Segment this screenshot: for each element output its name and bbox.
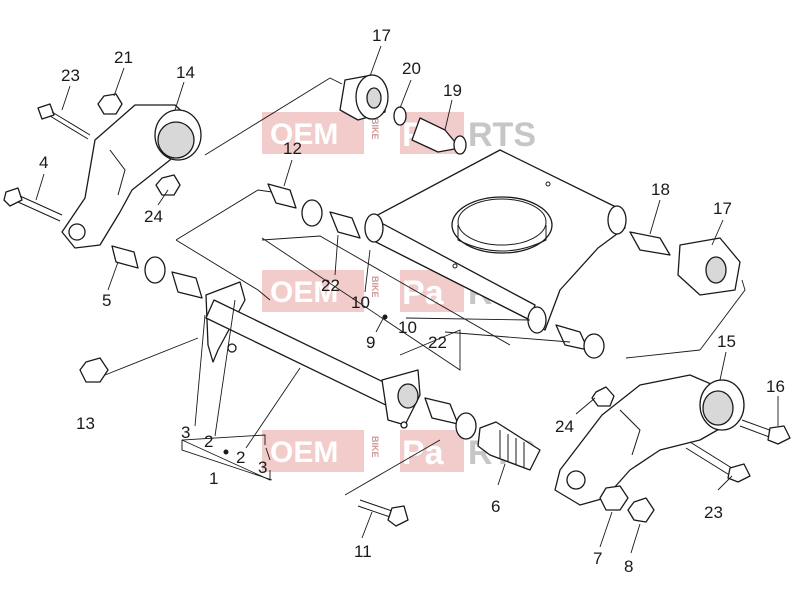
- callout-6: 6: [491, 497, 500, 516]
- callout-4: 4: [39, 153, 48, 172]
- left-bracket: [61, 104, 202, 249]
- callout-21: 21: [114, 48, 133, 67]
- bushing-19: [411, 117, 467, 155]
- callout-3-right: 3: [258, 458, 267, 477]
- callout-13: 13: [76, 414, 95, 433]
- silent-block-right: [629, 231, 741, 296]
- nut-24-left: [155, 174, 181, 196]
- callout-19: 19: [443, 81, 462, 100]
- callout-14: 14: [176, 63, 195, 82]
- nut-7: [599, 485, 629, 511]
- watermark-rts: RTS: [468, 116, 536, 154]
- callout-16: 16: [766, 377, 785, 396]
- callout-7: 7: [593, 549, 602, 568]
- spacer-12: [267, 183, 297, 209]
- nut-13: [79, 357, 109, 383]
- watermark-bike: BIKE: [370, 118, 380, 140]
- callout-18: 18: [651, 180, 670, 199]
- callout-23-right: 23: [704, 503, 723, 522]
- callout-8: 8: [624, 557, 633, 576]
- callout-2-left: 2: [204, 432, 213, 451]
- callout-11: 11: [354, 542, 372, 561]
- callout-24-right: 24: [555, 417, 574, 436]
- bushing-10-right: [555, 324, 605, 359]
- callout-23-left: 23: [61, 66, 80, 85]
- watermark-oem: OEM: [270, 436, 338, 469]
- shaft-1: [205, 281, 421, 429]
- callout-2-right: 2: [236, 448, 245, 467]
- pivot-pin-6: [477, 421, 541, 471]
- circlip-20: [393, 106, 407, 126]
- watermark-bike: BIKE: [370, 276, 380, 298]
- watermark-pa: Pa: [402, 434, 445, 472]
- callout-labels: 17 20 19 21 23 14 12 4 24 18 17 5 22 10 …: [39, 26, 785, 576]
- nut-24-right: [591, 386, 615, 407]
- callout-10-right: 10: [398, 318, 417, 337]
- bushing-22-bottom: [424, 397, 477, 440]
- callout-17-top: 17: [372, 26, 391, 45]
- watermark-oem: OEM: [270, 118, 338, 151]
- callout-22-bottom: 22: [428, 333, 447, 352]
- silent-block-top: [339, 74, 389, 121]
- washer-8: [627, 497, 655, 523]
- callout-5: 5: [102, 291, 111, 310]
- bolt-16: [739, 419, 791, 445]
- assembly-guide-lines: [175, 77, 746, 496]
- watermark-pa: Pa: [402, 274, 445, 312]
- callout-leaders: [35, 45, 779, 554]
- callout-9: 9: [366, 333, 375, 352]
- group-dot-1: [223, 449, 229, 455]
- callout-12: 12: [283, 139, 302, 158]
- spacer-5: [111, 245, 203, 299]
- callout-24-left: 24: [144, 207, 163, 226]
- callout-10-left: 10: [351, 293, 370, 312]
- callout-1: 1: [209, 469, 218, 488]
- watermark-bike: BIKE: [370, 436, 380, 458]
- bushing-22-top: [301, 199, 361, 239]
- bolt-23-left: [37, 103, 91, 140]
- callout-20: 20: [402, 59, 421, 78]
- swing-arm: [364, 149, 627, 334]
- right-bracket: [554, 374, 745, 506]
- callout-22-top: 22: [321, 276, 340, 295]
- bolt-11: [357, 499, 409, 527]
- bolt-4: [3, 187, 63, 222]
- callout-17-right: 17: [713, 199, 732, 218]
- nut-21: [97, 93, 123, 115]
- bolt-23-right: [685, 441, 751, 483]
- group-dot-9: [382, 314, 388, 320]
- callout-15: 15: [717, 332, 736, 351]
- callout-3-left: 3: [181, 423, 190, 442]
- group-bracket-1: [181, 440, 273, 481]
- watermark-top: OEM BIKE Pa RTS: [262, 112, 536, 154]
